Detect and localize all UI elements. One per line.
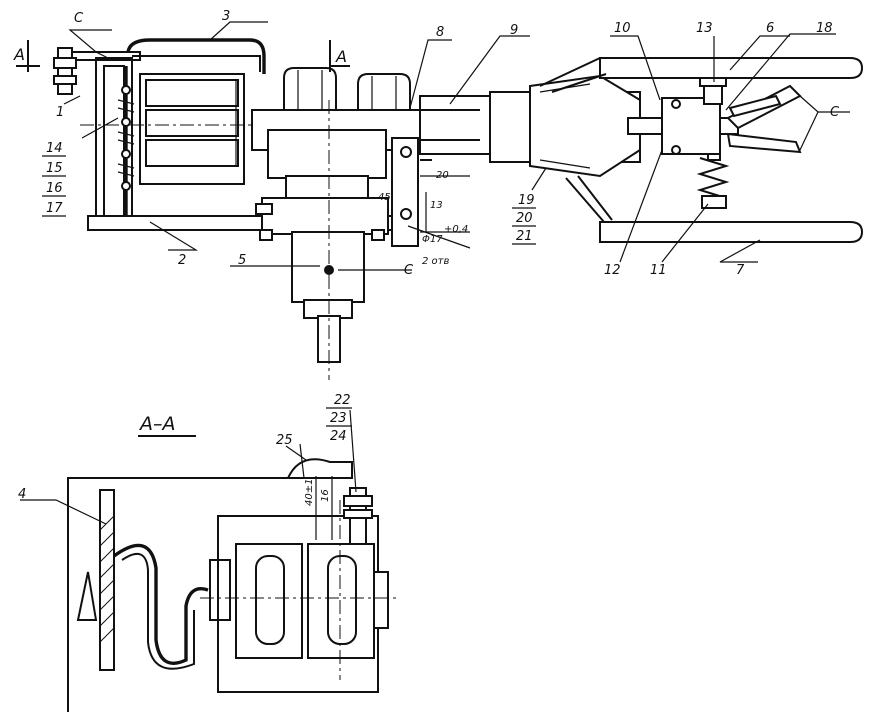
section-view <box>67 443 400 712</box>
dimension-45: 45 <box>378 192 391 203</box>
callout-6: 6 <box>766 21 774 36</box>
callout-16: 16 <box>46 181 63 196</box>
mounting-bracket <box>391 137 432 247</box>
callout-8: 8 <box>436 25 444 40</box>
weld-mark-shaft: С <box>404 263 414 278</box>
callout-14: 14 <box>46 141 63 156</box>
dimension-bore: Φ17 <box>422 234 443 245</box>
callout-24: 24 <box>330 429 347 444</box>
contact-arm <box>419 74 641 178</box>
section-title: A–A <box>138 413 196 437</box>
wall-hatching <box>99 515 115 643</box>
callout-17: 17 <box>46 201 63 216</box>
section-marker-left: A <box>13 40 40 72</box>
pivot-assembly <box>627 77 739 209</box>
dimension-lines <box>315 175 471 540</box>
terminal-strip <box>117 66 135 216</box>
weld-mark-contacts: С <box>830 105 840 120</box>
section-marker-label-left: A <box>13 45 25 64</box>
dimension-16: 16 <box>320 489 331 502</box>
dimension-13: 13 <box>430 200 443 211</box>
spring-stack <box>80 73 460 185</box>
dimension-tolerance: +0,4 <box>444 224 468 235</box>
callouts: 1 2 3 4 5 6 7 8 9 10 11 12 13 14 15 16 1… <box>18 9 833 502</box>
insulator-housing <box>251 67 423 380</box>
dimension-20: 20 <box>436 170 449 181</box>
callout-18: 18 <box>816 21 833 36</box>
callout-20: 20 <box>516 211 533 226</box>
callout-11: 11 <box>650 263 667 278</box>
callout-5: 5 <box>238 253 246 268</box>
callout-15: 15 <box>46 161 63 176</box>
section-marker-right: A <box>329 40 350 72</box>
callout-1: 1 <box>56 105 64 120</box>
callout-19: 19 <box>518 193 535 208</box>
callout-10: 10 <box>614 21 631 36</box>
callout-22: 22 <box>334 393 351 408</box>
dimension-holes: 2 отв <box>422 256 449 267</box>
section-marker-label-right: A <box>335 47 347 66</box>
callout-12: 12 <box>604 263 621 278</box>
callout-25: 25 <box>276 433 293 448</box>
weld-mark-top: С <box>74 11 84 26</box>
leader-lines <box>20 21 850 525</box>
callout-23: 23 <box>330 411 347 426</box>
callout-4: 4 <box>18 487 26 502</box>
callout-7: 7 <box>736 263 745 278</box>
dimension-40: 40±1 <box>304 479 315 506</box>
callout-2: 2 <box>178 253 186 268</box>
callout-3: 3 <box>222 9 230 24</box>
callout-21: 21 <box>516 229 533 244</box>
callout-9: 9 <box>510 23 518 38</box>
callout-13: 13 <box>696 21 713 36</box>
callout-underlines <box>42 155 536 427</box>
section-title-label: A–A <box>138 413 176 435</box>
